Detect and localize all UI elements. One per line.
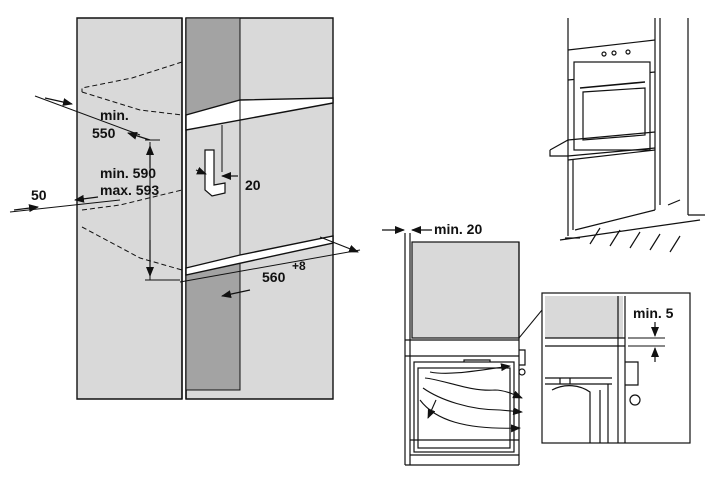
vent-gap-label: 20 <box>245 177 261 193</box>
upper-shelf <box>185 97 334 131</box>
depth-value-label: 550 <box>92 125 116 141</box>
width-tolerance-label: +8 <box>292 259 306 273</box>
kitchen-perspective-drawing <box>549 18 705 253</box>
top-gap-label: min. 5 <box>633 305 674 321</box>
height-max-label: max. 593 <box>100 182 159 198</box>
main-cabinet-drawing <box>9 17 361 400</box>
side-gap-label: 50 <box>31 187 47 203</box>
cabinet-back-wall-lower <box>185 257 241 391</box>
depth-min-label: min. <box>100 107 129 123</box>
oven-front <box>573 61 651 151</box>
rear-gap-label: min. 20 <box>434 221 482 237</box>
vent-cutout <box>204 149 226 197</box>
height-min-label: min. 590 <box>100 165 156 181</box>
detail-inset <box>541 292 691 444</box>
width-main-label: 560 <box>262 269 286 285</box>
oven-section-drawing <box>382 226 543 466</box>
lower-shelf <box>185 235 334 276</box>
